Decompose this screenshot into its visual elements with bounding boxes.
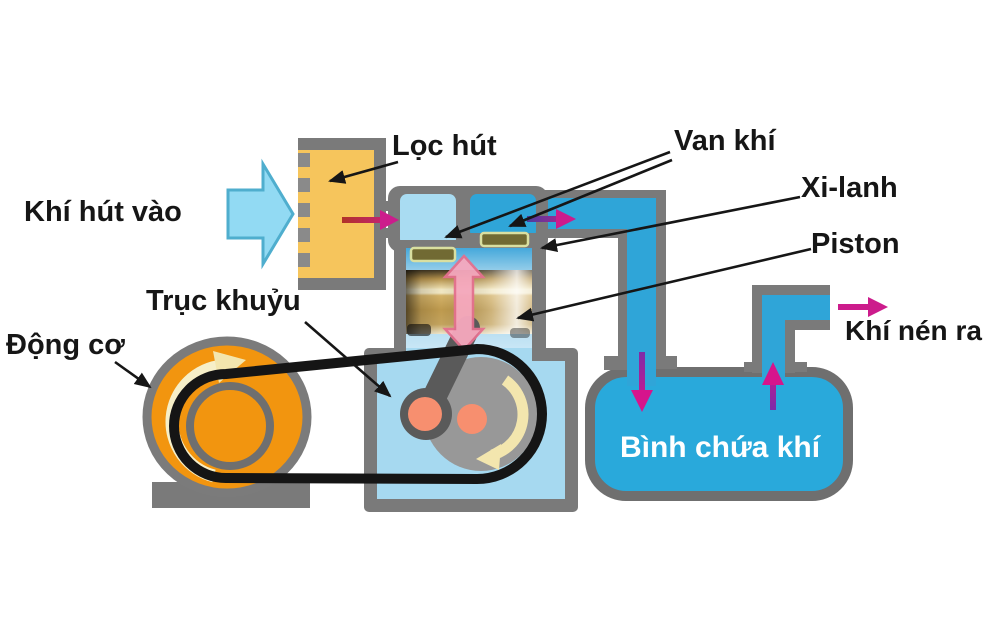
pointer-dong-co: [114, 360, 152, 389]
air-tank: [585, 367, 853, 501]
cylinder-wall: [394, 248, 406, 356]
label-piston: Piston: [811, 228, 900, 260]
cylinder-wall: [532, 248, 546, 356]
label-cylinder: Xi-lanh: [801, 172, 898, 204]
pointer-xi-lanh: [540, 195, 801, 252]
pipe-border: [785, 320, 795, 373]
drive-belt: [169, 344, 547, 484]
motor-pulley: [186, 382, 274, 470]
label-air-valve: Van khí: [674, 125, 776, 157]
intake-block-arrow: [226, 158, 295, 270]
label-crankshaft: Trục khuỷu: [146, 285, 301, 317]
pipe-border: [618, 229, 627, 366]
pipe-border: [532, 229, 618, 238]
label-motor: Động cơ: [6, 329, 125, 361]
pipe-flange: [656, 356, 677, 369]
pipe-flange: [795, 362, 807, 372]
pipe-bore: [762, 295, 830, 320]
crank-pin: [457, 404, 487, 434]
air-filter: [298, 138, 386, 290]
pointer-van-khi-1: [444, 150, 671, 239]
flywheel-rotation-arrow: [476, 375, 529, 470]
valve-plate: [396, 240, 546, 251]
label-compressed-air-out: Khí nén ra: [845, 315, 982, 346]
piston-skirt-shadow: [510, 328, 530, 338]
pointer-lines: [114, 150, 812, 398]
intake-valve: [409, 246, 457, 263]
pipe-flange: [744, 362, 756, 372]
label-air-tank: Bình chứa khí: [619, 431, 821, 464]
label-suction-filter: Lọc hút: [392, 130, 497, 162]
piston-skirt-shadow: [407, 324, 431, 336]
intake-chamber: [400, 194, 456, 246]
pipe-border: [752, 285, 830, 295]
flow-arrow-into-tank: [631, 352, 653, 412]
flow-arrow-filter-to-head: [342, 210, 399, 230]
pointer-van-khi-2: [508, 158, 673, 228]
pipe-border: [534, 190, 666, 198]
outlet-pipe: [744, 285, 830, 410]
flow-arrow-outlet: [838, 297, 888, 317]
pointer-piston: [516, 247, 812, 322]
pipe-border: [785, 320, 830, 330]
crank-pin: [408, 397, 442, 431]
air-tank-body: [585, 367, 853, 501]
pointer-loc-hut: [328, 160, 399, 184]
flow-arrow-out-of-tank: [762, 362, 784, 410]
pipe-border: [752, 285, 762, 373]
pipe-flange: [604, 356, 632, 370]
pipe-border: [656, 190, 666, 366]
discharge-valve: [479, 231, 530, 248]
motor: [142, 336, 312, 508]
label-air-intake: Khí hút vào: [24, 196, 182, 228]
filter-mesh-dashes: [298, 153, 310, 267]
flow-arrow-head-to-pipe: [527, 209, 576, 229]
pointer-truc-khuyu: [304, 321, 392, 398]
